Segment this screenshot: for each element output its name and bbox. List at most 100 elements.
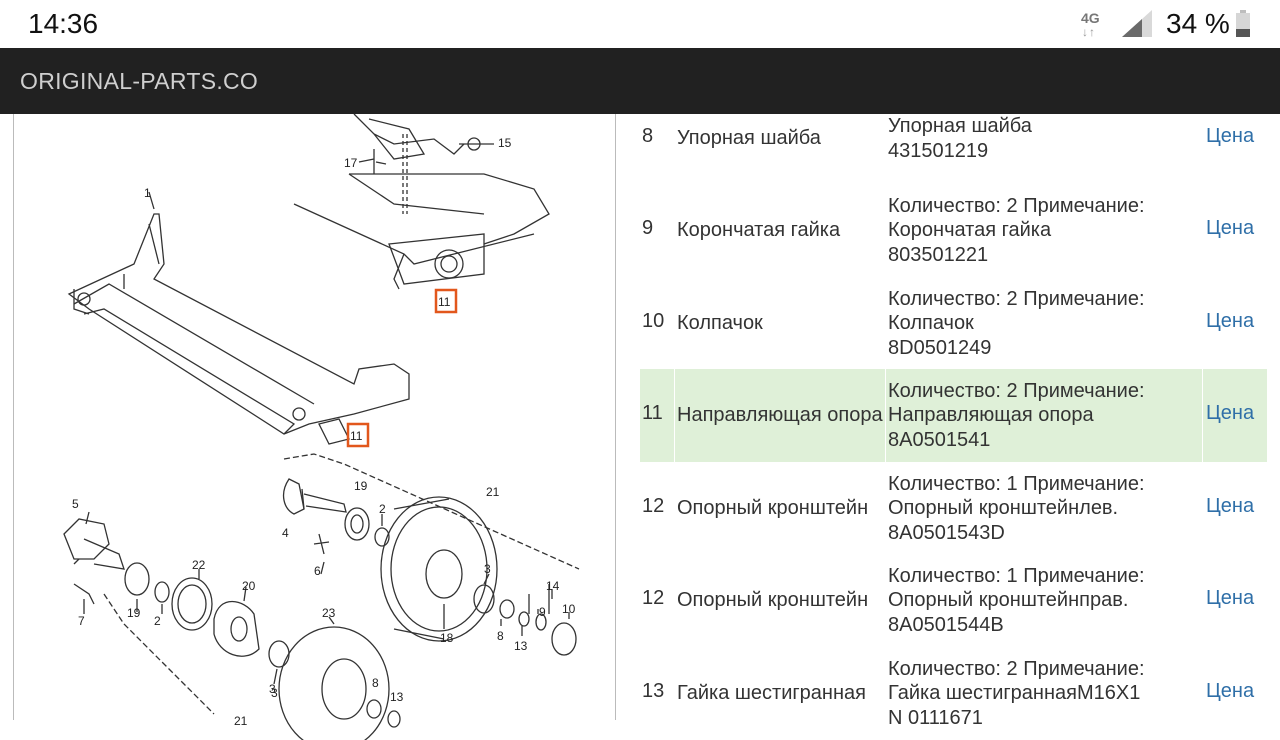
part-name: Корончатая гайка xyxy=(677,219,841,241)
callout-label: 10 xyxy=(562,602,576,616)
column-divider xyxy=(885,369,886,462)
part-number: 13 xyxy=(642,680,665,702)
part-description-line: Гайка шестиграннаяM16X1 xyxy=(888,682,1141,705)
battery-icon xyxy=(1236,10,1250,37)
battery-fill xyxy=(1236,28,1250,37)
callout-label: 8 xyxy=(497,629,504,643)
part-description-line: Количество: 1 Примечание: xyxy=(888,472,1145,495)
table-row[interactable]: 12 Опорный кронштейн Количество: 1 Примеча… xyxy=(640,554,1267,647)
price-link[interactable]: Цена xyxy=(1206,217,1255,239)
callout-label: 2 xyxy=(379,502,386,516)
callout-label: 22 xyxy=(192,558,206,572)
part-name: Опорный кронштейн xyxy=(677,589,869,611)
part-description: Количество: 2 Примечание:Корончатая гайк… xyxy=(888,194,1198,268)
part-description: Количество: 1 Примечание:Опорный кронште… xyxy=(888,564,1198,638)
part-name: Упорная шайба xyxy=(677,127,821,149)
part-number: 12 xyxy=(642,587,665,609)
battery-percent: 34 % xyxy=(1166,8,1230,39)
price-link[interactable]: Цена xyxy=(1206,402,1255,424)
callout-label: 6 xyxy=(314,564,321,578)
callout-label: 3 xyxy=(484,562,491,576)
part-description-line: 8A0501543D xyxy=(888,521,1005,544)
callout-label: 19 xyxy=(127,606,141,620)
callout-label: 9 xyxy=(539,605,546,619)
app-bar: ORIGINAL-PARTS.CO xyxy=(0,48,1280,114)
part-description-line: Количество: 2 Примечание: xyxy=(888,194,1145,217)
part-number: 10 xyxy=(642,310,665,332)
part-number: 8 xyxy=(642,125,654,147)
callout-label: 3 xyxy=(271,686,278,700)
callout-label: 4 xyxy=(282,526,289,540)
part-number: 12 xyxy=(642,495,665,517)
part-description-line: Количество: 2 Примечание: xyxy=(888,379,1145,402)
part-name: Направляющая опора xyxy=(677,404,883,426)
part-description-line: Направляющая опора xyxy=(888,404,1094,427)
callout-label[interactable]: 11 xyxy=(350,429,363,443)
callout-label: 19 xyxy=(354,479,368,493)
callout-label: 8 xyxy=(372,676,379,690)
status-time: 14:36 xyxy=(28,8,99,39)
callout-label: 5 xyxy=(72,497,79,511)
part-description-line: Опорный кронштейнлев. xyxy=(888,497,1119,520)
part-description-line: 8A0501544B xyxy=(888,613,1004,636)
part-description-line: N 0111671 xyxy=(888,706,983,729)
part-description-line: 8D0501249 xyxy=(888,336,992,359)
part-number: 9 xyxy=(642,217,654,239)
callout-label: 14 xyxy=(546,579,560,593)
part-description-line: Корончатая гайка xyxy=(888,219,1052,242)
part-description-line: Количество: 2 Примечание: xyxy=(888,657,1145,680)
part-description-line: Количество: 1 Примечание: xyxy=(888,564,1145,587)
column-divider xyxy=(674,369,675,462)
network-type-label: 4G xyxy=(1081,10,1100,26)
part-name: Колпачок xyxy=(677,312,763,334)
status-bar: 14:36 4G ↓↑ 34 % xyxy=(0,0,1280,48)
callout-label: 3 xyxy=(269,682,276,696)
part-description: Количество: 1 Примечание:Опорный кронште… xyxy=(888,472,1198,546)
callout-label: 23 xyxy=(322,606,336,620)
callout-label: 13 xyxy=(514,639,528,653)
part-description-line: 8A0501541 xyxy=(888,428,991,451)
part-name: Опорный кронштейн xyxy=(677,497,869,519)
signal-strength-icon xyxy=(1122,10,1152,37)
table-row[interactable]: 13 Гайка шестигранная Количество: 2 Примеч… xyxy=(640,647,1267,740)
part-description: Количество: 2 Примечание:Гайка шестигран… xyxy=(888,657,1198,731)
callout-label: 17 xyxy=(344,156,358,170)
price-link[interactable]: Цена xyxy=(1206,125,1255,147)
part-description-line: 803501221 xyxy=(888,243,989,266)
callout-label: 20 xyxy=(242,579,256,593)
table-row[interactable]: 12 Опорный кронштейн Количество: 1 Примеча… xyxy=(640,462,1267,555)
callout-label: 13 xyxy=(390,690,404,704)
column-divider xyxy=(1202,369,1203,462)
price-link[interactable]: Цена xyxy=(1206,310,1255,332)
network-type-icon: 4G ↓↑ xyxy=(1080,10,1108,40)
part-number: 11 xyxy=(642,402,663,424)
callout-label: 2 xyxy=(154,614,161,628)
part-name: Гайка шестигранная xyxy=(677,682,866,704)
part-description-line: Количество: 2 Примечание: xyxy=(888,287,1145,310)
callout-label[interactable]: 11 xyxy=(438,295,451,309)
price-link[interactable]: Цена xyxy=(1206,587,1255,609)
callout-label: 21 xyxy=(486,485,500,499)
part-description-line: Колпачок xyxy=(888,312,974,335)
site-title[interactable]: ORIGINAL-PARTS.CO xyxy=(20,68,259,94)
exploded-view-drawing xyxy=(63,113,580,740)
part-description: Количество: 2 Примечание:Направляющая оп… xyxy=(888,379,1198,453)
callout-label: 1 xyxy=(144,186,151,200)
callout-label: 15 xyxy=(498,136,512,150)
callout-label: 18 xyxy=(440,631,454,645)
network-arrows: ↓↑ xyxy=(1082,25,1096,39)
callout-label: 7 xyxy=(78,614,85,628)
part-description-line: 431501219 xyxy=(888,139,989,162)
part-description-line: Опорный кронштейнправ. xyxy=(888,589,1129,612)
callout-label: 21 xyxy=(234,714,248,728)
price-link[interactable]: Цена xyxy=(1206,680,1255,702)
part-description-line: Упорная шайба xyxy=(888,115,1032,137)
price-link[interactable]: Цена xyxy=(1206,495,1255,517)
